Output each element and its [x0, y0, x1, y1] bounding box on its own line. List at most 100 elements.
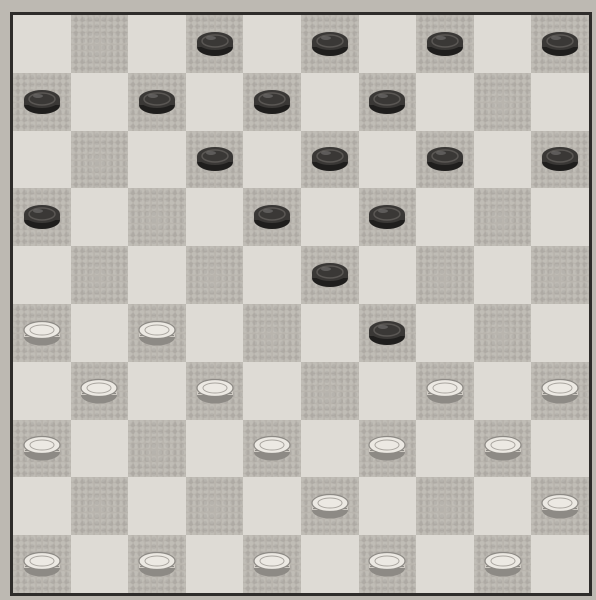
board-square-r3-c8[interactable] — [474, 188, 532, 246]
board-square-r5-c2[interactable] — [128, 304, 186, 362]
board-square-r2-c6[interactable] — [359, 131, 417, 189]
board-square-r1-c7[interactable] — [416, 73, 474, 131]
white-checker-piece[interactable] — [22, 434, 62, 462]
checkers-board[interactable] — [10, 12, 592, 596]
board-square-r4-c7[interactable] — [416, 246, 474, 304]
black-checker-piece[interactable] — [195, 30, 235, 58]
board-square-r6-c5[interactable] — [301, 362, 359, 420]
white-checker-piece[interactable] — [483, 550, 523, 578]
board-square-r0-c2[interactable] — [128, 15, 186, 73]
white-checker-piece[interactable] — [252, 550, 292, 578]
board-square-r1-c6[interactable] — [359, 73, 417, 131]
board-square-r4-c3[interactable] — [186, 246, 244, 304]
white-checker-piece[interactable] — [540, 492, 580, 520]
board-square-r1-c0[interactable] — [13, 73, 71, 131]
white-checker-piece[interactable] — [79, 377, 119, 405]
board-square-r4-c2[interactable] — [128, 246, 186, 304]
board-square-r0-c6[interactable] — [359, 15, 417, 73]
black-checker-piece[interactable] — [367, 88, 407, 116]
board-square-r6-c0[interactable] — [13, 362, 71, 420]
board-square-r0-c5[interactable] — [301, 15, 359, 73]
board-square-r7-c7[interactable] — [416, 420, 474, 478]
board-square-r9-c0[interactable] — [13, 535, 71, 593]
board-square-r1-c9[interactable] — [531, 73, 589, 131]
board-square-r8-c3[interactable] — [186, 477, 244, 535]
white-checker-piece[interactable] — [22, 319, 62, 347]
white-checker-piece[interactable] — [367, 550, 407, 578]
white-checker-piece[interactable] — [483, 434, 523, 462]
board-square-r0-c9[interactable] — [531, 15, 589, 73]
board-square-r0-c1[interactable] — [71, 15, 129, 73]
board-square-r3-c7[interactable] — [416, 188, 474, 246]
board-square-r8-c5[interactable] — [301, 477, 359, 535]
board-square-r6-c1[interactable] — [71, 362, 129, 420]
board-square-r3-c4[interactable] — [243, 188, 301, 246]
board-square-r8-c2[interactable] — [128, 477, 186, 535]
board-square-r5-c7[interactable] — [416, 304, 474, 362]
white-checker-piece[interactable] — [137, 550, 177, 578]
board-square-r5-c9[interactable] — [531, 304, 589, 362]
board-square-r2-c8[interactable] — [474, 131, 532, 189]
board-square-r6-c9[interactable] — [531, 362, 589, 420]
board-square-r3-c9[interactable] — [531, 188, 589, 246]
board-square-r5-c6[interactable] — [359, 304, 417, 362]
white-checker-piece[interactable] — [252, 434, 292, 462]
board-square-r5-c0[interactable] — [13, 304, 71, 362]
black-checker-piece[interactable] — [137, 88, 177, 116]
board-square-r9-c7[interactable] — [416, 535, 474, 593]
black-checker-piece[interactable] — [540, 145, 580, 173]
white-checker-piece[interactable] — [22, 550, 62, 578]
black-checker-piece[interactable] — [195, 145, 235, 173]
board-square-r7-c6[interactable] — [359, 420, 417, 478]
board-square-r9-c5[interactable] — [301, 535, 359, 593]
board-square-r0-c3[interactable] — [186, 15, 244, 73]
board-square-r3-c3[interactable] — [186, 188, 244, 246]
board-square-r4-c8[interactable] — [474, 246, 532, 304]
board-square-r0-c0[interactable] — [13, 15, 71, 73]
board-square-r9-c8[interactable] — [474, 535, 532, 593]
board-square-r8-c9[interactable] — [531, 477, 589, 535]
board-square-r9-c1[interactable] — [71, 535, 129, 593]
board-square-r9-c4[interactable] — [243, 535, 301, 593]
board-square-r4-c4[interactable] — [243, 246, 301, 304]
black-checker-piece[interactable] — [22, 88, 62, 116]
board-square-r3-c2[interactable] — [128, 188, 186, 246]
board-square-r2-c2[interactable] — [128, 131, 186, 189]
board-square-r6-c6[interactable] — [359, 362, 417, 420]
board-square-r0-c7[interactable] — [416, 15, 474, 73]
board-square-r7-c8[interactable] — [474, 420, 532, 478]
board-square-r0-c8[interactable] — [474, 15, 532, 73]
board-square-r2-c1[interactable] — [71, 131, 129, 189]
black-checker-piece[interactable] — [22, 203, 62, 231]
board-square-r2-c3[interactable] — [186, 131, 244, 189]
board-square-r1-c8[interactable] — [474, 73, 532, 131]
white-checker-piece[interactable] — [195, 377, 235, 405]
board-square-r3-c6[interactable] — [359, 188, 417, 246]
board-square-r8-c7[interactable] — [416, 477, 474, 535]
board-square-r7-c4[interactable] — [243, 420, 301, 478]
black-checker-piece[interactable] — [310, 145, 350, 173]
board-square-r6-c7[interactable] — [416, 362, 474, 420]
black-checker-piece[interactable] — [310, 30, 350, 58]
black-checker-piece[interactable] — [252, 203, 292, 231]
black-checker-piece[interactable] — [367, 319, 407, 347]
board-square-r7-c1[interactable] — [71, 420, 129, 478]
black-checker-piece[interactable] — [367, 203, 407, 231]
board-square-r3-c0[interactable] — [13, 188, 71, 246]
board-square-r2-c7[interactable] — [416, 131, 474, 189]
white-checker-piece[interactable] — [310, 492, 350, 520]
white-checker-piece[interactable] — [367, 434, 407, 462]
board-square-r6-c8[interactable] — [474, 362, 532, 420]
board-square-r4-c6[interactable] — [359, 246, 417, 304]
board-square-r9-c2[interactable] — [128, 535, 186, 593]
board-square-r5-c5[interactable] — [301, 304, 359, 362]
board-square-r7-c9[interactable] — [531, 420, 589, 478]
board-square-r7-c5[interactable] — [301, 420, 359, 478]
board-square-r8-c6[interactable] — [359, 477, 417, 535]
board-square-r8-c8[interactable] — [474, 477, 532, 535]
board-square-r7-c2[interactable] — [128, 420, 186, 478]
white-checker-piece[interactable] — [425, 377, 465, 405]
board-square-r1-c1[interactable] — [71, 73, 129, 131]
board-square-r5-c8[interactable] — [474, 304, 532, 362]
board-square-r5-c3[interactable] — [186, 304, 244, 362]
